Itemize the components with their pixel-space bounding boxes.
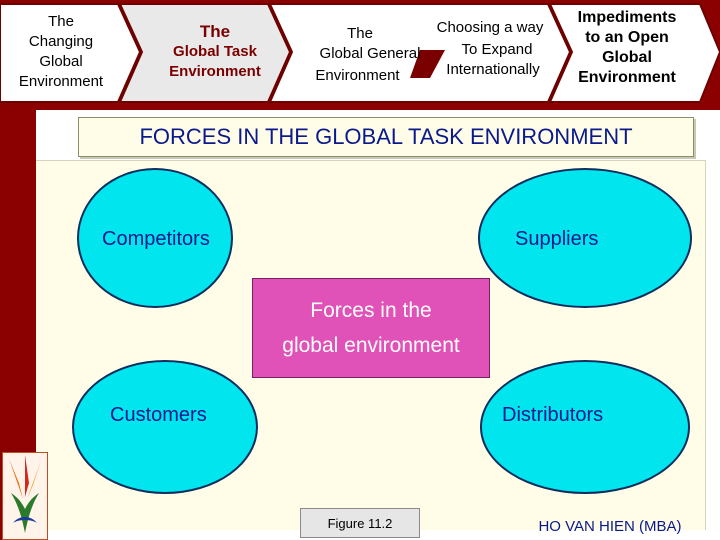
step-4-line: to an Open [585,29,669,46]
step-3-line: To Expand [461,41,533,58]
step-1-line: Global [39,53,83,70]
competitors-label: Competitors [102,228,210,250]
step-1-label[interactable]: The Changing Global Environment [6,12,116,92]
step-2-line: Global Task [173,43,257,60]
step-3-line: Internationally [446,61,540,78]
step-4-line: Global [602,49,652,66]
step-3-line: Global General [319,45,421,62]
step-4-label[interactable]: Impediments to an Open Global Environmen… [560,8,694,88]
chevron-arrows [0,3,720,103]
step-3-label[interactable]: The Global General Environment Choosing … [300,14,560,94]
school-logo [2,452,48,540]
customers-label: Customers [110,404,207,426]
author-credit: HO VAN HIEN (MBA) [538,518,682,535]
suppliers-label: Suppliers [515,228,599,250]
step-4-line: Environment [578,69,676,86]
step-1-line: Environment [18,73,104,90]
center-line: global environment [282,334,460,357]
suppliers-ellipse [478,168,692,308]
step-4-line: Impediments [577,9,677,26]
step-2-line: The [199,22,231,41]
step-2-line: Environment [169,63,261,80]
customers-ellipse [72,360,258,494]
distributors-label: Distributors [502,404,604,426]
distributors-ellipse [480,360,690,494]
step-1-line: Changing [28,33,94,50]
chevron-step-2[interactable] [118,3,292,103]
step-3-line: Choosing a way [436,19,544,36]
figure-caption: Figure 11.2 [300,508,420,538]
chevron-step-1[interactable] [0,3,142,103]
center-forces-text: Forces in the global environment [252,293,490,363]
bird-of-paradise-icon [9,455,41,533]
inner-arrow [410,50,445,78]
chevron-step-4[interactable] [548,3,720,103]
step-3-line: The [347,25,373,42]
step-2-label[interactable]: The Global Task Environment [150,22,280,82]
center-line: Forces in the [310,299,432,322]
competitors-ellipse [77,168,233,308]
step-navigation: The Changing Global Environment The Glob… [0,0,720,110]
step-1-line: The [48,13,74,30]
center-forces-box [252,278,490,378]
step-3-line: Environment [315,67,400,84]
slide-title: FORCES IN THE GLOBAL TASK ENVIRONMENT [78,117,694,157]
